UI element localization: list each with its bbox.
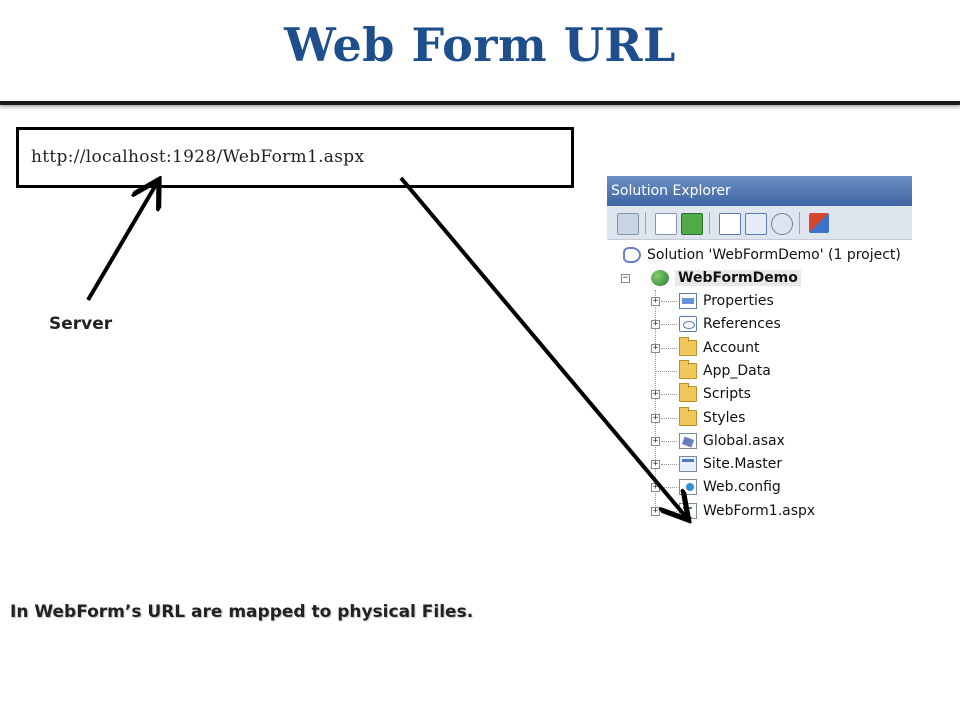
view-code-icon[interactable] — [719, 213, 741, 235]
refresh-icon[interactable] — [681, 213, 703, 235]
tree-item-properties[interactable]: Properties — [679, 290, 774, 312]
expand-icon[interactable]: + — [651, 482, 660, 493]
properties-icon[interactable] — [655, 213, 677, 235]
expand-icon[interactable]: + — [651, 296, 660, 306]
tree-guide-line — [661, 440, 677, 442]
solution-row[interactable]: Solution 'WebFormDemo' (1 project) — [623, 244, 901, 266]
tree-item-app-data[interactable]: App_Data — [679, 359, 771, 382]
solution-label: Solution 'WebFormDemo' (1 project) — [647, 247, 901, 263]
solution-explorer-title: Solution Explorer — [607, 176, 912, 206]
toolbar-separator — [709, 212, 710, 234]
master-file-icon — [679, 456, 697, 473]
folder-icon — [679, 336, 697, 356]
server-arrow — [86, 183, 157, 302]
nested-related-files-icon[interactable] — [809, 213, 829, 233]
tree-guide-line — [661, 464, 677, 466]
tree-guide-line — [661, 301, 677, 302]
toolbar-separator — [645, 212, 646, 234]
tree-item-scripts[interactable]: Scripts — [679, 383, 751, 405]
folder-icon — [679, 406, 697, 426]
expand-icon[interactable]: + — [651, 319, 660, 330]
tree-item-global-asax[interactable]: Global.asax — [679, 430, 785, 452]
tree-item-account[interactable]: Account — [679, 336, 760, 359]
tree-item-label: WebForm1.aspx — [703, 502, 816, 519]
url-text: http://localhost:1928/WebForm1.aspx — [31, 147, 365, 167]
project-row[interactable]: WebFormDemo — [651, 267, 801, 289]
tree-guide-line — [661, 347, 677, 349]
asax-file-icon — [679, 432, 697, 449]
caption-text: In WebForm’s URL are mapped to physical … — [10, 602, 474, 622]
project-label: WebFormDemo — [675, 270, 801, 286]
tree-item-web-config[interactable]: Web.config — [679, 476, 781, 498]
expand-icon[interactable]: + — [651, 435, 660, 446]
tree-item-label: App_Data — [703, 362, 771, 379]
expand-icon[interactable]: + — [651, 459, 660, 470]
aspx-file-icon — [679, 502, 697, 519]
tree-item-site-master[interactable]: Site.Master — [679, 453, 782, 475]
tree-item-references[interactable]: References — [679, 313, 781, 335]
tree-item-label: Properties — [703, 293, 774, 309]
tree-guide-line — [661, 324, 677, 326]
url-box: http://localhost:1928/WebForm1.aspx — [16, 127, 574, 188]
tree-item-label: Site.Master — [703, 456, 783, 473]
web-project-icon — [651, 270, 669, 286]
expand-icon[interactable]: + — [651, 342, 660, 353]
folder-icon — [679, 359, 697, 379]
class-view-icon[interactable] — [771, 213, 793, 235]
solution-icon — [623, 247, 641, 263]
tree-item-label: References — [703, 316, 781, 333]
slide-title: Web Form URL — [284, 18, 676, 72]
expand-icon[interactable]: + — [651, 505, 660, 516]
tree-item-label: Account — [703, 339, 760, 356]
show-all-files-icon[interactable] — [617, 213, 639, 235]
expand-icon[interactable]: + — [651, 389, 660, 400]
tree-item-label: Global.asax — [703, 432, 785, 449]
tree-item-label: Web.config — [703, 479, 781, 496]
folder-icon — [679, 383, 697, 403]
tree-item-webform1-aspx[interactable]: WebForm1.aspx — [679, 500, 815, 522]
config-file-icon — [679, 479, 697, 496]
view-designer-icon[interactable] — [745, 213, 767, 235]
solution-explorer-panel: Solution Explorer Solution 'WebFormDemo'… — [607, 176, 912, 528]
tree-guide-line — [661, 394, 677, 396]
properties-icon — [679, 293, 697, 309]
tree-guide-line — [661, 510, 677, 512]
expand-icon[interactable]: + — [651, 412, 660, 423]
tree-guide-line — [656, 370, 677, 372]
tree-item-label: Scripts — [703, 386, 751, 403]
tree-guide-line — [661, 417, 677, 419]
collapse-icon[interactable]: − — [621, 273, 630, 283]
solution-explorer-toolbar — [607, 206, 912, 240]
toolbar-separator — [799, 212, 800, 234]
tree-item-styles[interactable]: Styles — [679, 406, 746, 429]
solution-tree: Solution 'WebFormDemo' (1 project) − Web… — [607, 240, 912, 528]
tree-item-label: Styles — [703, 409, 746, 426]
tree-guide-line — [661, 487, 677, 489]
references-icon — [679, 316, 697, 333]
title-divider — [0, 101, 960, 105]
server-label: Server — [49, 314, 113, 334]
